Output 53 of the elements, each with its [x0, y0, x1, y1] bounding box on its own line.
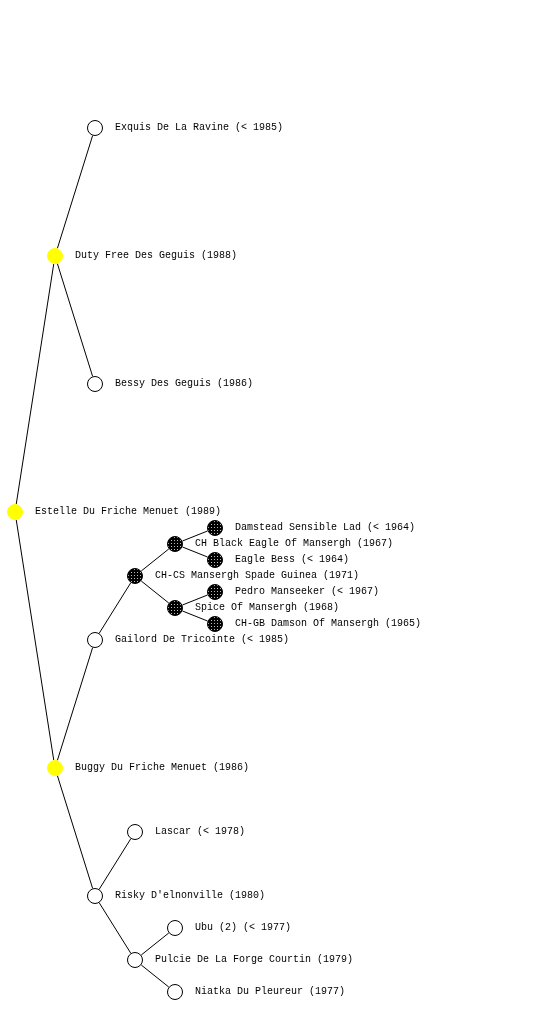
dog-name-label: Bessy Des Geguis (1986): [115, 378, 254, 389]
pedigree-line: [15, 263, 55, 505]
dog-name-label: Ubu (2) (< 1977): [195, 922, 291, 933]
dog-name-label: CH-GB Damson Of Mansergh (1965): [235, 618, 422, 629]
ancestor-node: [167, 920, 183, 936]
pedigree-line: [98, 838, 132, 890]
dog-name-label: Niatka Du Pleureur (1977): [195, 986, 346, 997]
ancestor-node: [87, 120, 103, 136]
dotted-ancestor-node: [167, 600, 183, 616]
dog-name-label: CH Black Eagle Of Mansergh (1967): [195, 538, 394, 549]
dog-name-label: Gailord De Tricointe (< 1985): [115, 634, 290, 645]
dog-name-label: CH-CS Mansergh Spade Guinea (1971): [155, 570, 360, 581]
pedigree-line: [181, 594, 209, 606]
pedigree-line: [181, 530, 209, 542]
dog-name-label: Lascar (< 1978): [155, 826, 245, 837]
pedigree-line: [98, 582, 132, 634]
dotted-ancestor-node: [207, 584, 223, 600]
dog-name-label: Pedro Manseeker (< 1967): [235, 586, 380, 597]
dog-name-label: Buggy Du Friche Menuet (1986): [75, 762, 250, 773]
pedigree-line: [15, 519, 55, 761]
pedigree-line: [181, 610, 209, 622]
dotted-ancestor-node: [207, 552, 223, 568]
dog-name-label: Duty Free Des Geguis (1988): [75, 250, 238, 261]
dog-name-label: Pulcie De La Forge Courtin (1979): [155, 954, 354, 965]
pedigree-line: [56, 775, 94, 889]
pedigree-line: [181, 546, 209, 558]
ancestor-node: [87, 376, 103, 392]
highlighted-ancestor-node: [47, 248, 63, 264]
ancestor-node: [87, 888, 103, 904]
pedigree-line: [140, 932, 170, 956]
dog-name-label: Estelle Du Friche Menuet (1989): [35, 506, 222, 517]
highlighted-ancestor-node: [47, 760, 63, 776]
dog-name-label: Spice Of Mansergh (1968): [195, 602, 340, 613]
ancestor-node: [127, 952, 143, 968]
dog-name-label: Damstead Sensible Lad (< 1964): [235, 522, 416, 533]
dotted-ancestor-node: [207, 616, 223, 632]
pedigree-line: [56, 647, 94, 761]
pedigree-line: [140, 964, 170, 988]
dotted-ancestor-node: [167, 536, 183, 552]
ancestor-node: [167, 984, 183, 1000]
dog-name-label: Eagle Bess (< 1964): [235, 554, 350, 565]
pedigree-line: [140, 548, 170, 572]
dotted-ancestor-node: [207, 520, 223, 536]
pedigree-line: [56, 135, 94, 249]
dotted-ancestor-node: [127, 568, 143, 584]
dog-name-label: Exquis De La Ravine (< 1985): [115, 122, 284, 133]
pedigree-line: [98, 902, 132, 954]
pedigree-line: [56, 263, 94, 377]
ancestor-node: [87, 632, 103, 648]
highlighted-ancestor-node: [7, 504, 23, 520]
dog-name-label: Risky D'elnonville (1980): [115, 890, 266, 901]
ancestor-node: [127, 824, 143, 840]
pedigree-line: [140, 580, 170, 604]
